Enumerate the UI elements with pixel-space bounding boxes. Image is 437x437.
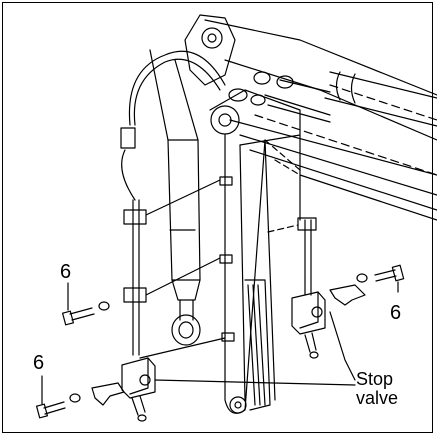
bracket-left bbox=[69, 382, 125, 406]
left-pipe bbox=[120, 127, 235, 359]
right-pipe bbox=[267, 217, 317, 296]
arm-cylinder bbox=[149, 49, 201, 346]
stop-valve-right bbox=[291, 291, 326, 359]
stop-valve-left bbox=[121, 357, 156, 422]
bracket-right bbox=[329, 273, 368, 306]
label-bolt-left-upper: 6 bbox=[60, 261, 72, 283]
label-stop-valve-line1: Stop bbox=[356, 369, 394, 389]
hydraulic-hoses bbox=[121, 50, 226, 201]
bolt-right bbox=[374, 264, 405, 282]
label-stop-valve-line2: valve bbox=[356, 388, 399, 408]
label-bolt-right: 6 bbox=[390, 302, 402, 324]
leader-lines bbox=[41, 281, 399, 405]
label-stop-valve: Stop valve bbox=[356, 370, 398, 408]
arm bbox=[224, 134, 301, 414]
bolt-left-upper bbox=[61, 301, 110, 326]
bolt-left-lower bbox=[35, 401, 66, 419]
joint-bolts bbox=[228, 71, 331, 123]
boom-cylinder bbox=[279, 71, 437, 127]
boom-head bbox=[184, 14, 301, 146]
label-bolt-left-lower: 6 bbox=[33, 352, 45, 374]
